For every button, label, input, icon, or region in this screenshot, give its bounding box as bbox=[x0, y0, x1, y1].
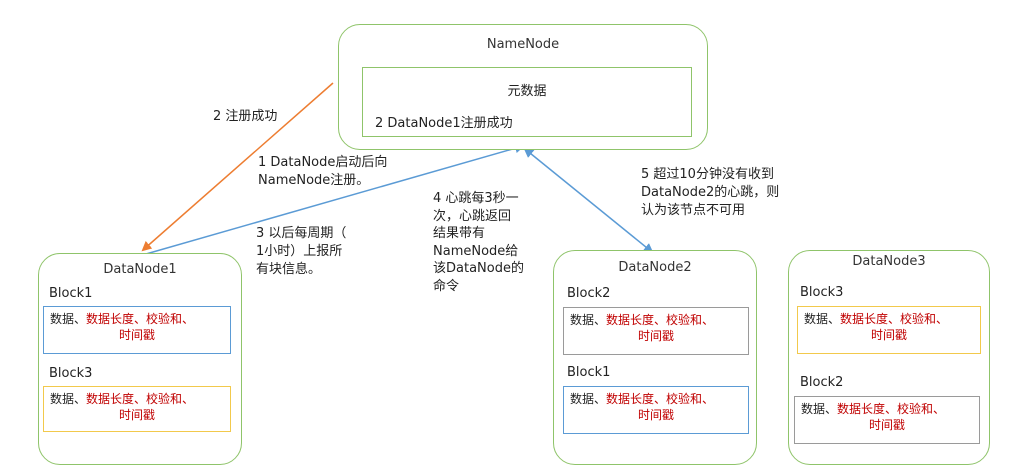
block-text-timestamp: 时间戳 bbox=[118, 328, 155, 342]
note-line: 4 心跳每3秒一 bbox=[433, 191, 519, 206]
register-arrow bbox=[145, 143, 525, 255]
note-line: NameNode注册。 bbox=[258, 173, 370, 188]
block-text-timestamp: 时间戳 bbox=[637, 329, 674, 343]
block-text-checksum: 数据长度、校验和、 bbox=[86, 392, 195, 406]
note-line: 次，心跳返回 bbox=[433, 208, 512, 224]
block-text-checksum: 数据长度、校验和、 bbox=[86, 312, 195, 326]
note-line: 认为该节点不可用 bbox=[641, 203, 746, 218]
block-text-checksum: 数据长度、校验和、 bbox=[840, 312, 949, 326]
note-line: 结果带有 bbox=[433, 226, 486, 241]
block-text-data: 数据、 bbox=[570, 313, 607, 327]
block-box: 数据、数据长度、校验和、 时间戳 bbox=[563, 386, 749, 434]
block-box: 数据、数据长度、校验和、 时间戳 bbox=[43, 306, 231, 354]
note-line: 5 超过10分钟没有收到 bbox=[641, 167, 774, 182]
block-text-checksum: 数据长度、校验和、 bbox=[606, 392, 715, 406]
block-text-timestamp: 时间戳 bbox=[870, 328, 907, 342]
block-text-data: 数据、 bbox=[50, 312, 87, 326]
block-text-timestamp: 时间戳 bbox=[637, 408, 674, 422]
namenode-box: NameNode 元数据 2 DataNode1注册成功 bbox=[338, 24, 708, 150]
datanode-title: DataNode3 bbox=[852, 254, 926, 269]
block-text-data: 数据、 bbox=[50, 392, 87, 406]
block-text-data: 数据、 bbox=[801, 402, 838, 416]
note-line: 该DataNode的 bbox=[433, 261, 524, 276]
namenode-title: NameNode bbox=[486, 37, 560, 52]
datanode-title: DataNode1 bbox=[103, 262, 177, 277]
heartbeat-arrow bbox=[523, 147, 654, 254]
block-box: 数据、数据长度、校验和、 时间戳 bbox=[797, 306, 981, 354]
note-line: 3 以后每周期（ bbox=[256, 226, 347, 241]
step1-note: 1 DataNode启动后向 NameNode注册。 bbox=[258, 154, 387, 190]
register-success-arrow bbox=[141, 82, 334, 252]
registration-status: 2 DataNode1注册成功 bbox=[375, 116, 513, 131]
block-text-timestamp: 时间戳 bbox=[868, 418, 905, 432]
note-line: 命令 bbox=[433, 278, 460, 294]
step4-note: 4 心跳每3秒一 次，心跳返回 结果带有 NameNode给 该DataNode… bbox=[433, 190, 524, 295]
datanode2-box: DataNode2 Block2 数据、数据长度、校验和、 时间戳 Block1… bbox=[553, 250, 757, 465]
block-box: 数据、数据长度、校验和、 时间戳 bbox=[563, 307, 749, 355]
block-label: Block2 bbox=[567, 286, 611, 301]
note-line: DataNode2的心跳，则 bbox=[641, 185, 780, 200]
datanode-title: DataNode2 bbox=[618, 260, 692, 275]
metadata-title: 元数据 bbox=[507, 84, 547, 99]
note-line: 1 DataNode启动后向 bbox=[258, 155, 388, 170]
note-line: 1小时）上报所 bbox=[256, 244, 343, 259]
block-text-data: 数据、 bbox=[804, 312, 841, 326]
block-text-checksum: 数据长度、校验和、 bbox=[606, 313, 715, 327]
block-label: Block2 bbox=[800, 375, 844, 390]
datanode1-box: DataNode1 Block1 数据、数据长度、校验和、 时间戳 Block3… bbox=[38, 253, 242, 465]
note-line: 2 注册成功 bbox=[213, 109, 278, 124]
block-label: Block1 bbox=[49, 286, 93, 301]
block-label: Block3 bbox=[800, 285, 844, 300]
block-text-data: 数据、 bbox=[570, 392, 607, 406]
step5-note: 5 超过10分钟没有收到 DataNode2的心跳，则 认为该节点不可用 bbox=[641, 166, 779, 220]
block-box: 数据、数据长度、校验和、 时间戳 bbox=[43, 386, 231, 432]
block-text-timestamp: 时间戳 bbox=[118, 408, 155, 422]
note-line: NameNode给 bbox=[433, 243, 519, 259]
note-line: 有块信息。 bbox=[256, 262, 322, 277]
datanode3-box: DataNode3 Block3 数据、数据长度、校验和、 时间戳 Block2… bbox=[788, 250, 990, 465]
step3-note: 3 以后每周期（ 1小时）上报所 有块信息。 bbox=[256, 225, 346, 279]
block-box: 数据、数据长度、校验和、 时间戳 bbox=[794, 396, 980, 444]
block-label: Block1 bbox=[567, 365, 611, 380]
block-label: Block3 bbox=[49, 366, 93, 381]
block-text-checksum: 数据长度、校验和、 bbox=[837, 402, 946, 416]
metadata-box: 元数据 2 DataNode1注册成功 bbox=[362, 67, 692, 137]
step2-note: 2 注册成功 bbox=[213, 108, 277, 126]
